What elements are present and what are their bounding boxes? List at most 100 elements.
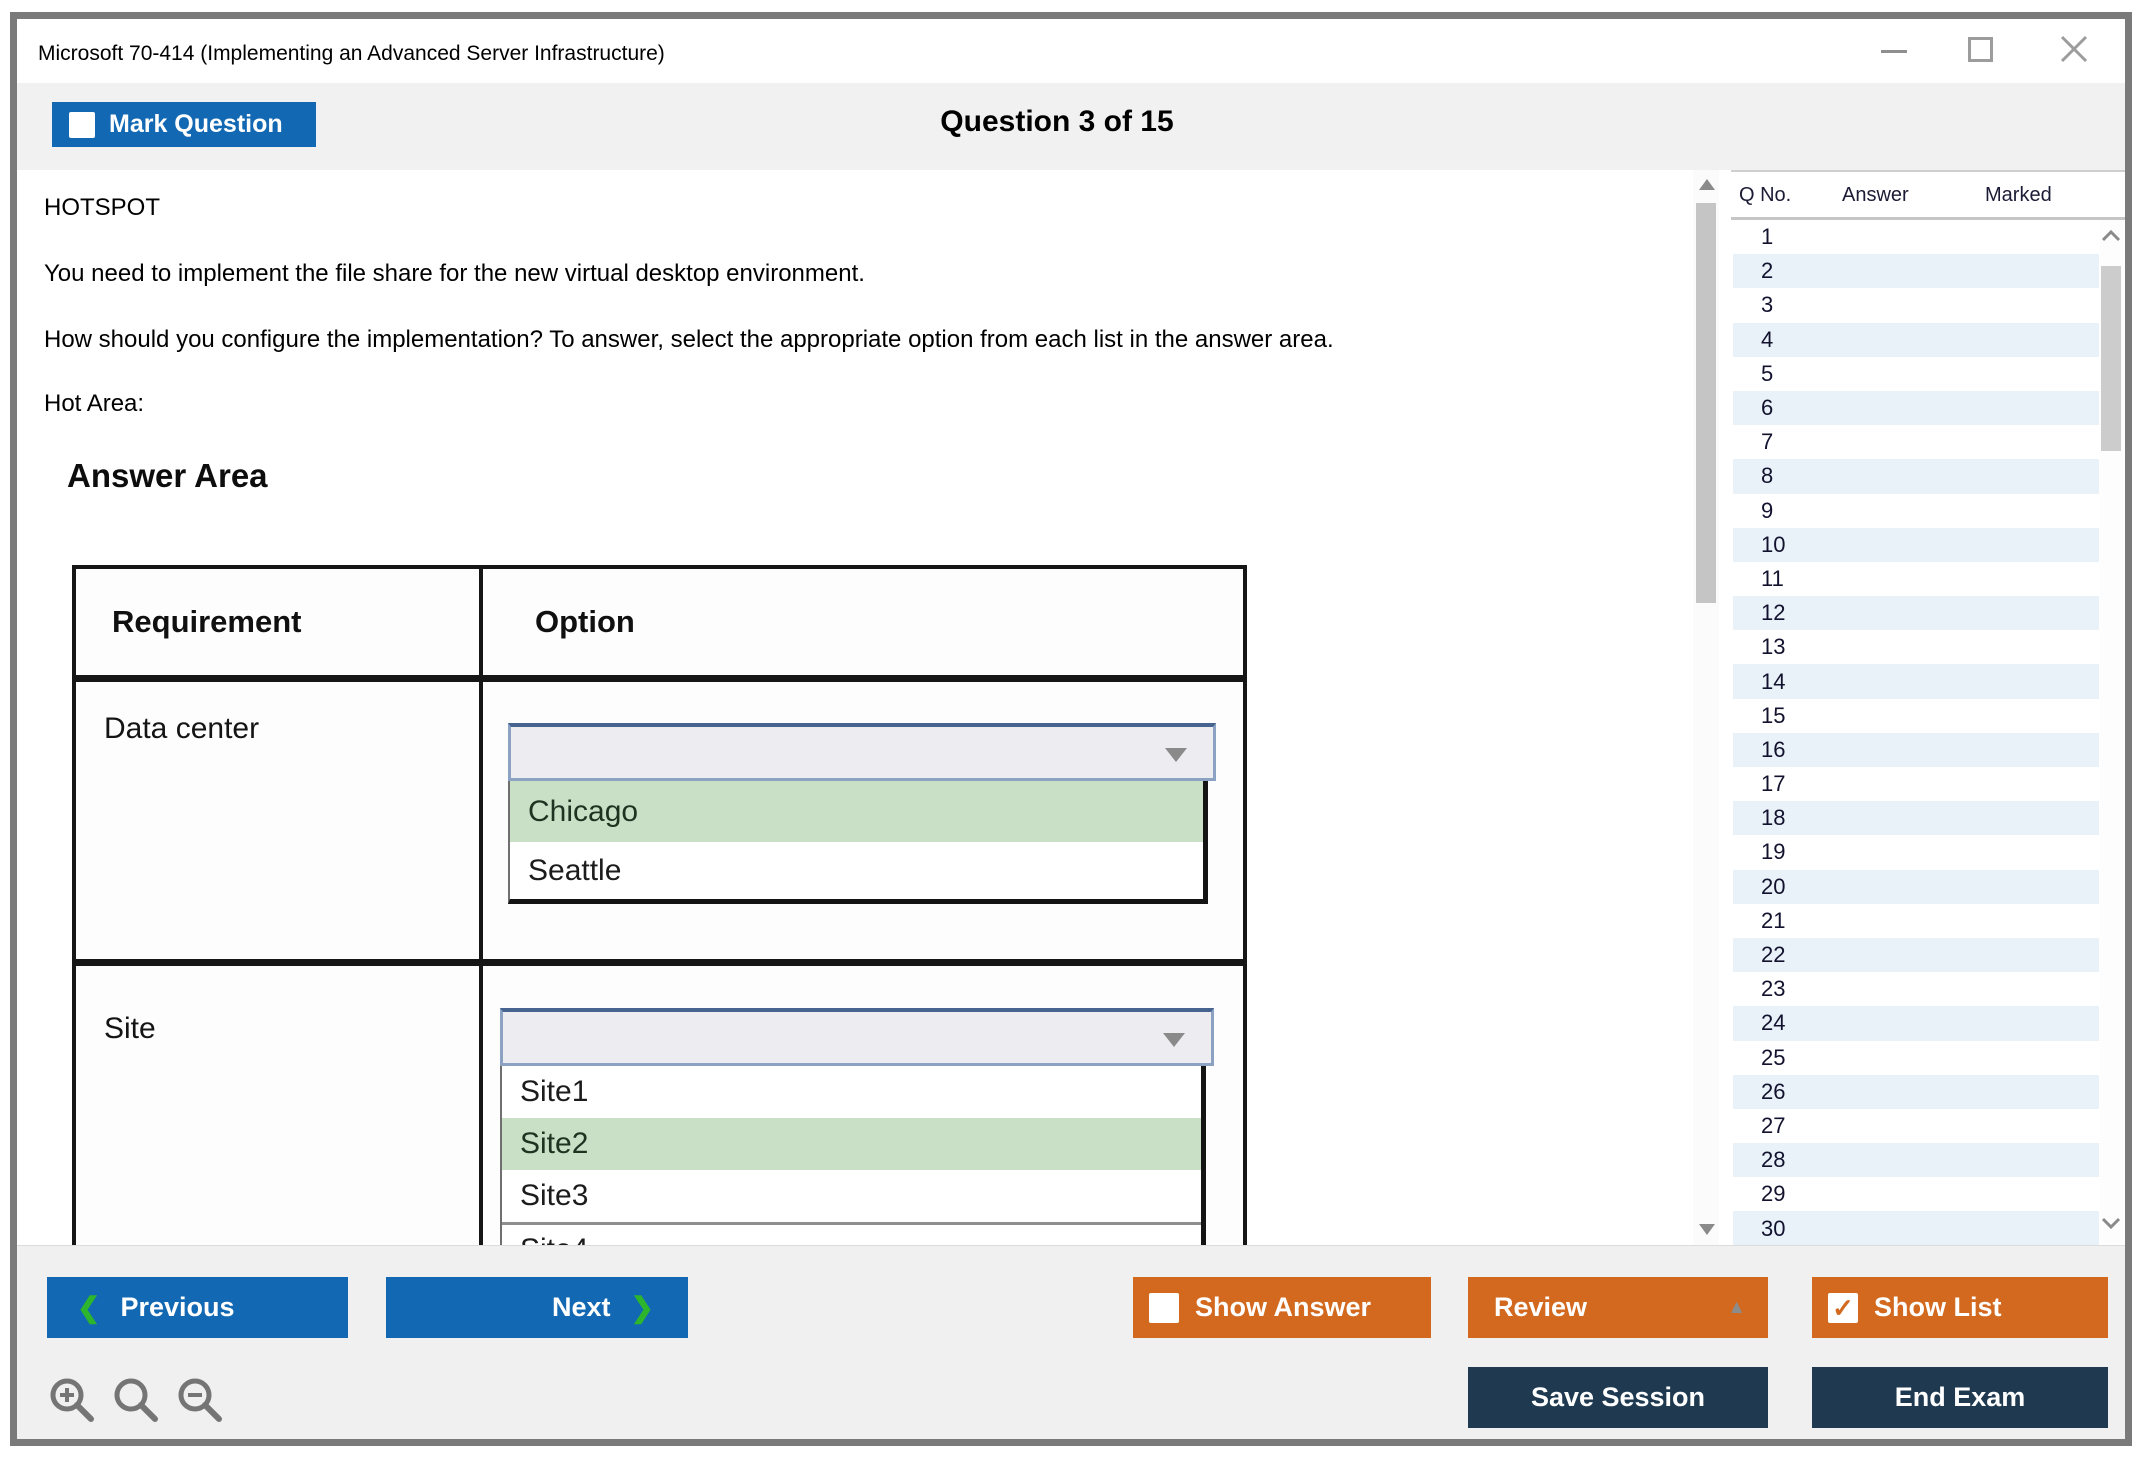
question-list-row[interactable]: 12 bbox=[1733, 596, 2099, 631]
question-list-row[interactable]: 5 bbox=[1733, 356, 2099, 391]
question-number: 22 bbox=[1761, 942, 1786, 968]
question-list-row[interactable]: 25 bbox=[1733, 1040, 2099, 1075]
question-list-row[interactable]: 8 bbox=[1733, 459, 2099, 494]
review-button[interactable]: Review ▲ bbox=[1468, 1277, 1768, 1338]
question-list-row[interactable]: 7 bbox=[1733, 425, 2099, 460]
show-answer-checkbox[interactable] bbox=[1149, 1292, 1179, 1323]
site-select[interactable] bbox=[500, 1008, 1214, 1066]
app-window: Microsoft 70-414 (Implementing an Advanc… bbox=[10, 12, 2132, 1446]
question-counter: Question 3 of 15 bbox=[940, 105, 1174, 138]
chevron-right-icon: ❯ bbox=[630, 1292, 654, 1323]
previous-label: Previous bbox=[120, 1292, 235, 1322]
question-number: 30 bbox=[1761, 1215, 1786, 1241]
zoom-out-icon[interactable] bbox=[175, 1375, 227, 1427]
question-list-row[interactable]: 29 bbox=[1733, 1177, 2099, 1212]
previous-button[interactable]: ❮ Previous bbox=[47, 1277, 348, 1338]
question-number: 20 bbox=[1761, 873, 1786, 899]
question-list-row[interactable]: 2 bbox=[1733, 254, 2099, 289]
option-site4[interactable]: Site4 bbox=[502, 1222, 1201, 1245]
minimize-icon[interactable] bbox=[1881, 50, 1907, 53]
question-number: 21 bbox=[1761, 907, 1786, 933]
question-panel: HOTSPOT You need to implement the file s… bbox=[17, 170, 1693, 1245]
question-number: 5 bbox=[1761, 360, 1774, 386]
question-list-row[interactable]: 3 bbox=[1733, 288, 2099, 323]
question-list-row[interactable]: 9 bbox=[1733, 493, 2099, 528]
question-list-row[interactable]: 24 bbox=[1733, 1006, 2099, 1041]
question-instruction: How should you configure the implementat… bbox=[44, 326, 1334, 353]
option-site1[interactable]: Site1 bbox=[502, 1066, 1201, 1118]
mark-question-button[interactable]: Mark Question bbox=[52, 102, 316, 147]
next-label: Next bbox=[552, 1292, 611, 1322]
question-list-row[interactable]: 16 bbox=[1733, 732, 2099, 767]
question-list-row[interactable]: 22 bbox=[1733, 937, 2099, 973]
scroll-down-icon[interactable] bbox=[1699, 1224, 1715, 1235]
question-list-row[interactable]: 20 bbox=[1733, 869, 2099, 904]
question-list-row[interactable]: 23 bbox=[1733, 972, 2099, 1007]
column-header-marked: Marked bbox=[1985, 184, 2052, 206]
site-option-list: Site1 Site2 Site3 Site4 bbox=[500, 1066, 1206, 1245]
question-list-row[interactable]: 1 bbox=[1733, 220, 2099, 255]
question-number: 9 bbox=[1761, 497, 1774, 523]
question-number: 7 bbox=[1761, 429, 1774, 455]
question-list-row[interactable]: 27 bbox=[1733, 1108, 2099, 1144]
zoom-reset-icon[interactable] bbox=[111, 1375, 163, 1427]
question-list-row[interactable]: 18 bbox=[1733, 801, 2099, 836]
maximize-icon[interactable] bbox=[1968, 37, 1993, 62]
question-list-row[interactable]: 14 bbox=[1733, 664, 2099, 699]
question-number: 15 bbox=[1761, 702, 1786, 728]
scroll-up-icon[interactable] bbox=[1699, 179, 1715, 190]
question-list-scrollbar[interactable] bbox=[2100, 220, 2123, 1246]
question-number: 11 bbox=[1761, 565, 1784, 591]
zoom-in-icon[interactable] bbox=[47, 1375, 99, 1427]
scroll-down-icon[interactable] bbox=[2101, 1215, 2121, 1231]
save-session-label: Save Session bbox=[1530, 1382, 1706, 1412]
question-list-row[interactable]: 6 bbox=[1733, 390, 2099, 426]
data-center-select[interactable] bbox=[508, 723, 1216, 781]
question-list-row[interactable]: 11 bbox=[1733, 561, 2099, 597]
question-number: 6 bbox=[1761, 395, 1774, 421]
option-seattle[interactable]: Seattle bbox=[510, 842, 1203, 899]
question-list-row[interactable]: 10 bbox=[1733, 527, 2099, 562]
toolbar bbox=[17, 1245, 2125, 1439]
question-list-row[interactable]: 4 bbox=[1733, 322, 2099, 357]
scroll-up-icon[interactable] bbox=[2101, 228, 2121, 244]
question-number: 14 bbox=[1761, 668, 1786, 694]
question-number: 24 bbox=[1761, 1010, 1786, 1036]
question-number: 18 bbox=[1761, 805, 1786, 831]
question-type-label: HOTSPOT bbox=[44, 194, 161, 221]
option-chicago[interactable]: Chicago bbox=[510, 781, 1203, 842]
question-list-row[interactable]: 28 bbox=[1733, 1143, 2099, 1178]
question-list-row[interactable]: 17 bbox=[1733, 767, 2099, 802]
question-number: 16 bbox=[1761, 736, 1786, 762]
show-list-button[interactable]: ✓ Show List bbox=[1812, 1277, 2108, 1338]
question-list-row[interactable]: 15 bbox=[1733, 698, 2099, 733]
option-site2[interactable]: Site2 bbox=[502, 1118, 1201, 1170]
question-list-row[interactable]: 13 bbox=[1733, 630, 2099, 665]
question-number: 8 bbox=[1761, 463, 1774, 489]
question-number: 12 bbox=[1761, 600, 1786, 626]
end-exam-button[interactable]: End Exam bbox=[1812, 1367, 2108, 1428]
column-header-requirement: Requirement bbox=[76, 569, 483, 675]
question-list-scrollbar-thumb[interactable] bbox=[2101, 266, 2121, 451]
chevron-down-icon[interactable] bbox=[1165, 748, 1187, 762]
window-title: Microsoft 70-414 (Implementing an Advanc… bbox=[38, 42, 665, 65]
collapse-triangle-icon: ▲ bbox=[1727, 1296, 1746, 1318]
column-header-qno: Q No. bbox=[1739, 184, 1792, 206]
question-list-row[interactable]: 26 bbox=[1733, 1074, 2099, 1109]
question-list-row[interactable]: 19 bbox=[1733, 835, 2099, 870]
option-site3[interactable]: Site3 bbox=[502, 1170, 1201, 1222]
chevron-down-icon[interactable] bbox=[1163, 1033, 1185, 1047]
mark-question-checkbox[interactable] bbox=[69, 111, 95, 138]
show-answer-button[interactable]: Show Answer bbox=[1133, 1277, 1431, 1338]
divider bbox=[1731, 217, 2125, 220]
question-list-row[interactable]: 21 bbox=[1733, 903, 2099, 938]
close-icon[interactable] bbox=[2058, 33, 2090, 65]
question-number: 3 bbox=[1761, 292, 1774, 318]
next-button[interactable]: Next ❯ bbox=[386, 1277, 688, 1338]
show-list-checkbox[interactable]: ✓ bbox=[1828, 1292, 1858, 1323]
show-answer-label: Show Answer bbox=[1195, 1292, 1372, 1322]
question-list-row[interactable]: 30 bbox=[1733, 1211, 2099, 1246]
content-scrollbar-thumb[interactable] bbox=[1696, 203, 1716, 603]
save-session-button[interactable]: Save Session bbox=[1468, 1367, 1768, 1428]
